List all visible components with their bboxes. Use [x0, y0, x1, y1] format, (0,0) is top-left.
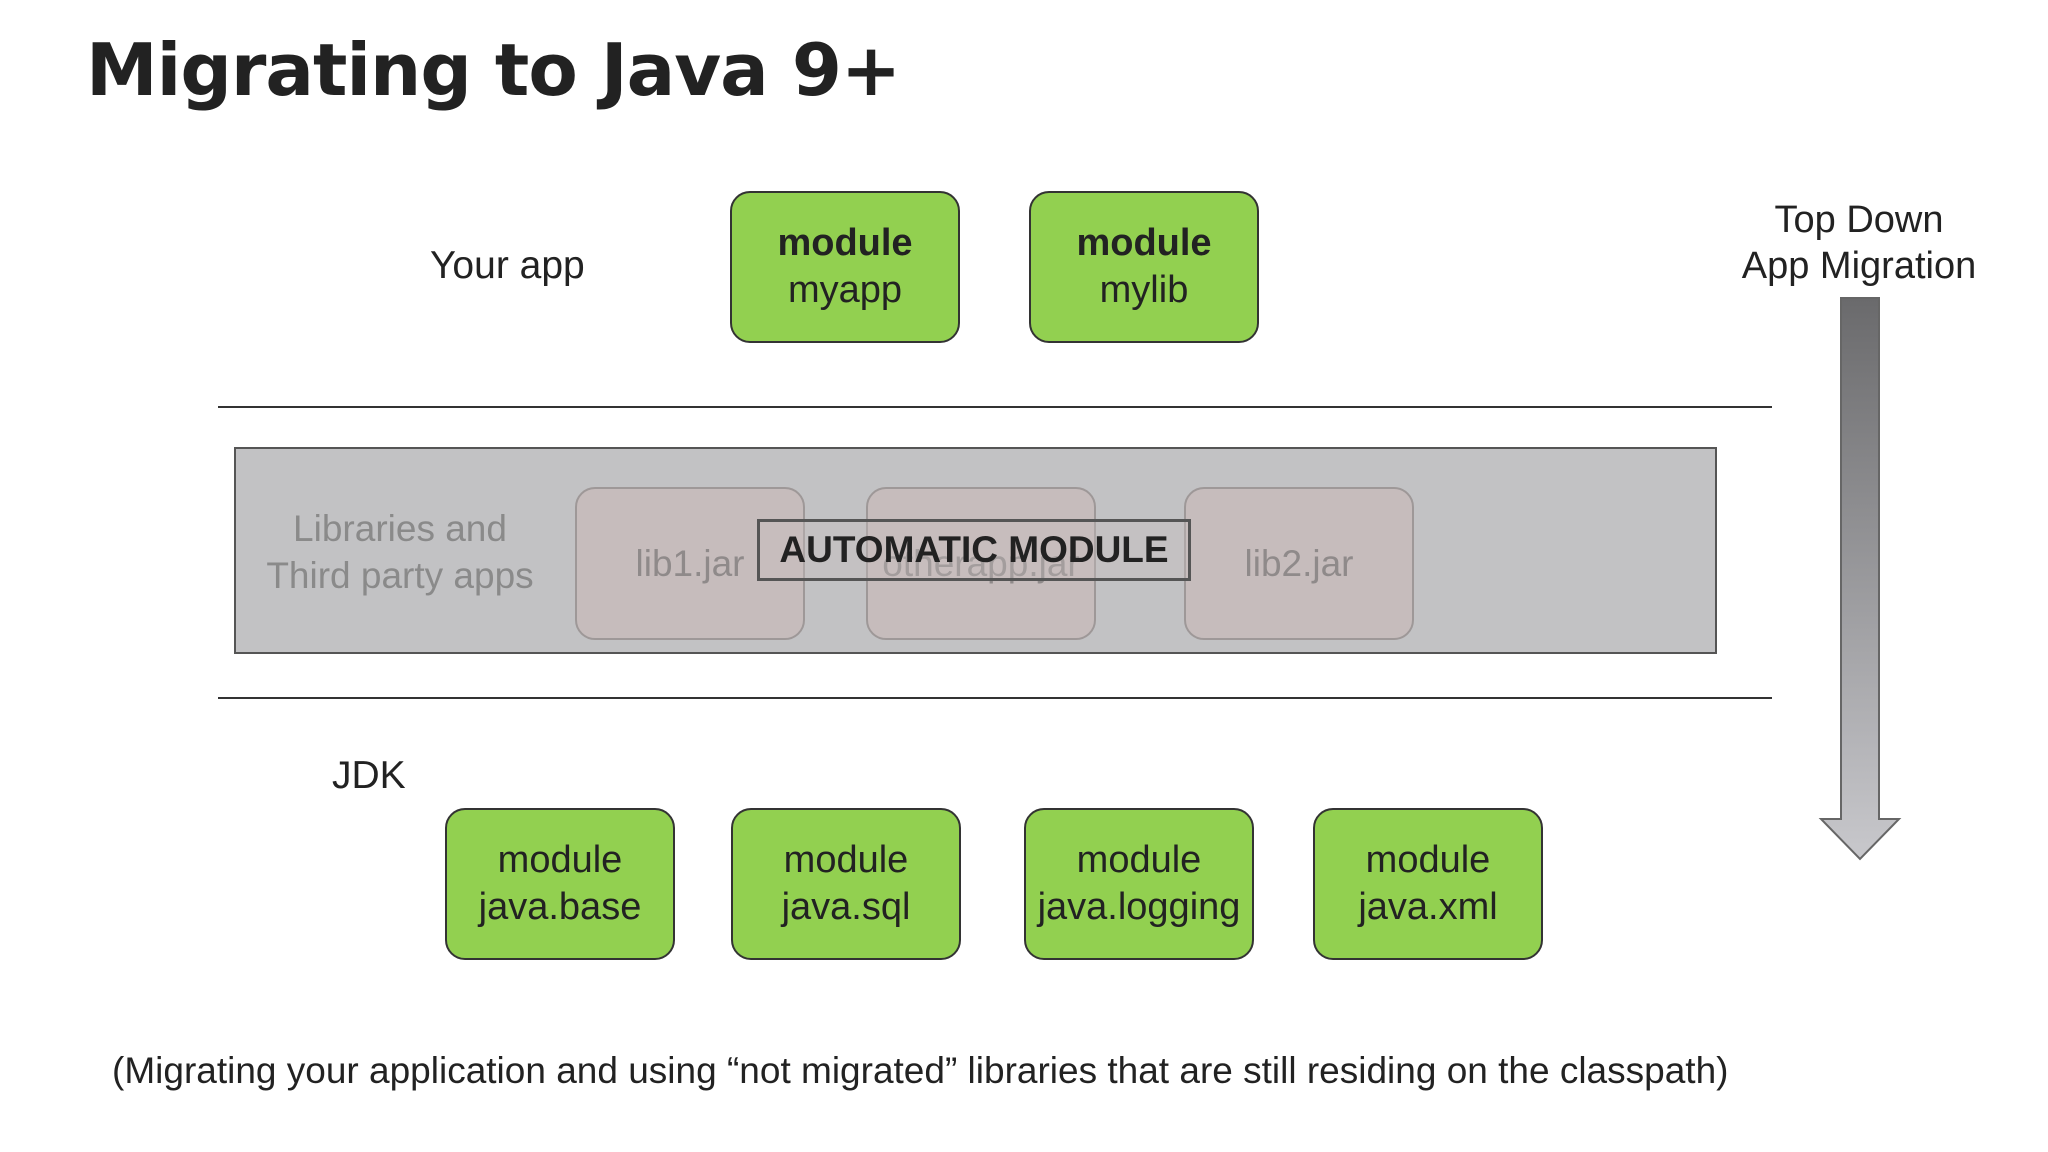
module-java-xml: module java.xml: [1313, 808, 1543, 960]
jdk-label: JDK: [332, 754, 406, 797]
caption: (Migrating your application and using “n…: [112, 1050, 1729, 1091]
libraries-label-line2: Third party apps: [266, 555, 534, 596]
module-name: java.xml: [1358, 886, 1498, 928]
module-mylib: module mylib: [1029, 191, 1259, 343]
migration-label: Top Down App Migration: [1700, 197, 2018, 289]
module-java-logging: module java.logging: [1024, 808, 1254, 960]
module-keyword: module: [1076, 839, 1202, 881]
migration-label-line1: Top Down: [1774, 199, 1944, 241]
module-name: mylib: [1099, 269, 1189, 311]
module-name: myapp: [787, 269, 903, 311]
jar-lib2: lib2.jar: [1184, 487, 1414, 640]
module-java-base: module java.base: [445, 808, 675, 960]
slide-title: Migrating to Java 9+: [86, 28, 901, 112]
module-java-sql: module java.sql: [731, 808, 961, 960]
migration-label-line2: App Migration: [1741, 245, 1977, 287]
jar-otherapp: otherapp.jar: [866, 487, 1096, 640]
module-keyword: module: [1365, 839, 1491, 881]
libraries-label-line1: Libraries and: [293, 508, 507, 549]
divider-top: [218, 406, 1772, 408]
module-myapp: module myapp: [730, 191, 960, 343]
divider-bottom: [218, 697, 1772, 699]
your-app-label: Your app: [430, 244, 585, 287]
module-keyword: module: [497, 839, 623, 881]
module-keyword: module: [783, 839, 909, 881]
libraries-label: Libraries and Third party apps: [250, 505, 550, 599]
module-keyword: module: [1076, 222, 1212, 264]
down-arrow-icon: [1818, 297, 1902, 861]
module-keyword: module: [777, 222, 913, 264]
module-name: java.logging: [1037, 886, 1241, 928]
module-name: java.sql: [781, 886, 911, 928]
automatic-module-label: AUTOMATIC MODULE: [757, 519, 1191, 581]
jar-lib1: lib1.jar: [575, 487, 805, 640]
module-name: java.base: [478, 886, 642, 928]
